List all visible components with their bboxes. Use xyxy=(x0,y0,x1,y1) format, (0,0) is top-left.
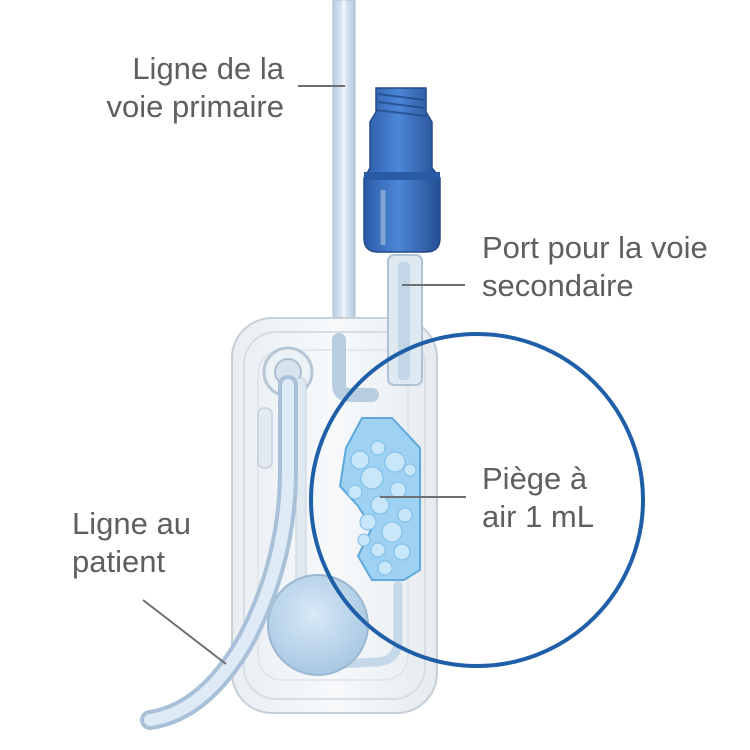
air-trap-chamber xyxy=(338,417,421,581)
pressure-disc xyxy=(267,574,369,676)
patient-line-tube xyxy=(140,375,298,730)
label-patient-line: Ligne au patient xyxy=(72,505,191,581)
label-secondary-port-2: secondaire xyxy=(482,268,634,303)
secondary-port-connector xyxy=(363,87,441,386)
label-air-trap: Piège à air 1 mL xyxy=(482,460,594,536)
label-air-trap-2: air 1 mL xyxy=(482,499,594,534)
label-primary-line-1: Ligne de la xyxy=(132,51,284,86)
leader-patient-line xyxy=(142,599,227,665)
label-primary-line-2: voie primaire xyxy=(106,89,284,124)
air-trap-highlight-circle xyxy=(309,332,645,668)
label-primary-line: Ligne de la voie primaire xyxy=(60,50,284,126)
primary-line-tube xyxy=(332,0,356,346)
label-secondary-port: Port pour la voie secondaire xyxy=(482,229,708,305)
label-patient-line-1: Ligne au xyxy=(72,506,191,541)
label-patient-line-2: patient xyxy=(72,544,166,579)
label-air-trap-1: Piège à xyxy=(482,461,588,496)
label-secondary-port-1: Port pour la voie xyxy=(482,230,708,265)
